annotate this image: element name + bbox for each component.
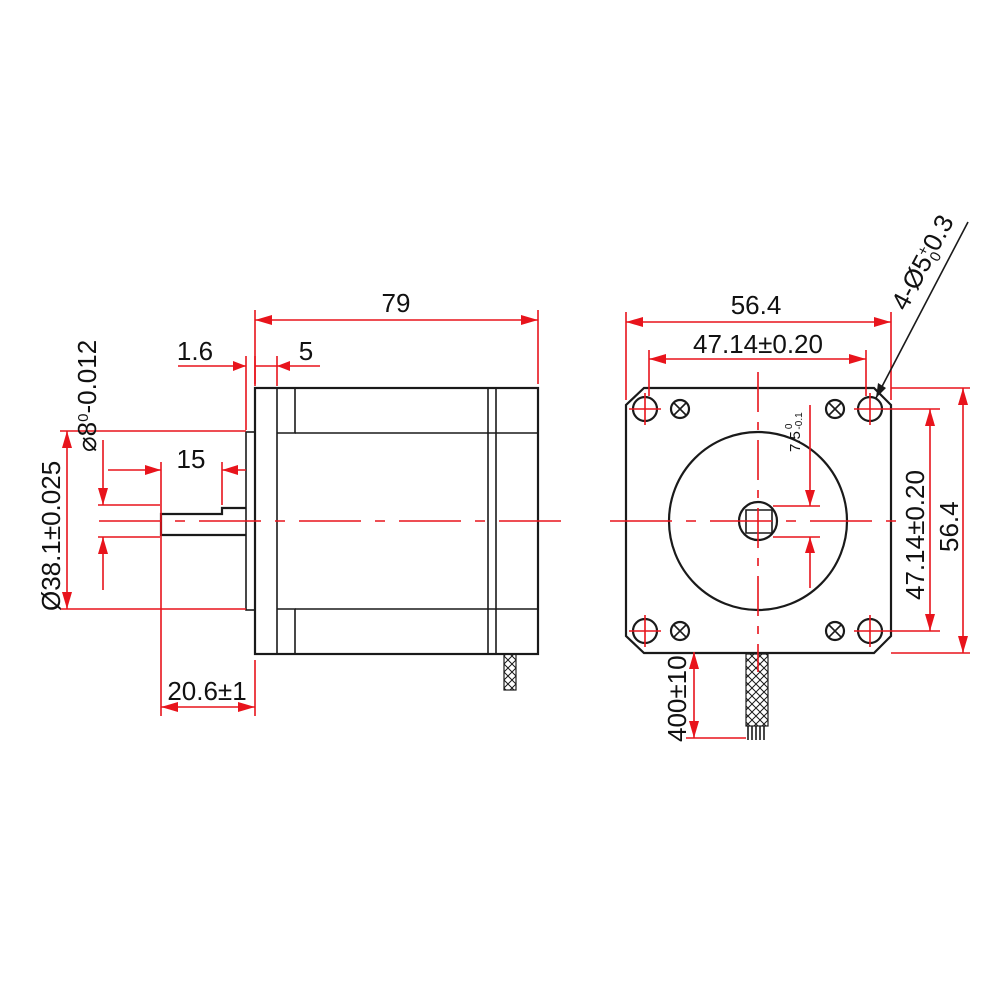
- dim-flange-thickness-label: 1.6: [177, 336, 213, 366]
- dim-hole-spacing-vertical-label: 47.14±0.20: [900, 470, 930, 600]
- front-cap-step-bottom: [277, 608, 296, 654]
- dim-shaft-flat-label: 7.50-0.1: [784, 412, 805, 452]
- screw-icon: [824, 620, 846, 642]
- motor-shaft: [159, 506, 246, 537]
- dim-mounting-holes-label: 4-Ø5+00.3: [885, 210, 963, 317]
- cable-wires: [747, 726, 765, 740]
- front-view: [610, 372, 906, 740]
- dim-boss-depth-label: 5: [299, 336, 313, 366]
- dim-shaft-length-label: 20.6±1: [167, 676, 246, 706]
- side-view-dimensions: 79 1.6 5 ⌀80-0.012 15 Ø3: [36, 288, 539, 716]
- front-view-dimensions: 56.4 47.14±0.20 47.14±0.20 56.4 4-Ø5+00.…: [625, 210, 970, 742]
- dim-lead-length-label: 400±10: [662, 655, 692, 742]
- dim-body-width-label: 56.4: [731, 290, 782, 320]
- screw-icon: [824, 398, 846, 420]
- screw-icon: [669, 620, 691, 642]
- dim-flat-length-label: 15: [177, 444, 206, 474]
- front-cap-step-top: [277, 388, 296, 434]
- dim-boss-diameter-label: Ø38.1±0.025: [36, 461, 66, 611]
- dim-shaft-diameter-label: ⌀80-0.012: [72, 340, 102, 452]
- dim-body-height-label: 56.4: [934, 501, 964, 552]
- shaft-flat-outline: [745, 509, 773, 534]
- lead-wire-braid: [503, 653, 517, 691]
- dim-hole-spacing-horizontal-label: 47.14±0.20: [693, 329, 823, 359]
- screw-icon: [669, 398, 691, 420]
- side-view: [99, 386, 562, 691]
- cable-braid: [745, 653, 769, 727]
- dim-length-label: 79: [382, 288, 411, 318]
- mounting-holes-leader: [875, 221, 969, 399]
